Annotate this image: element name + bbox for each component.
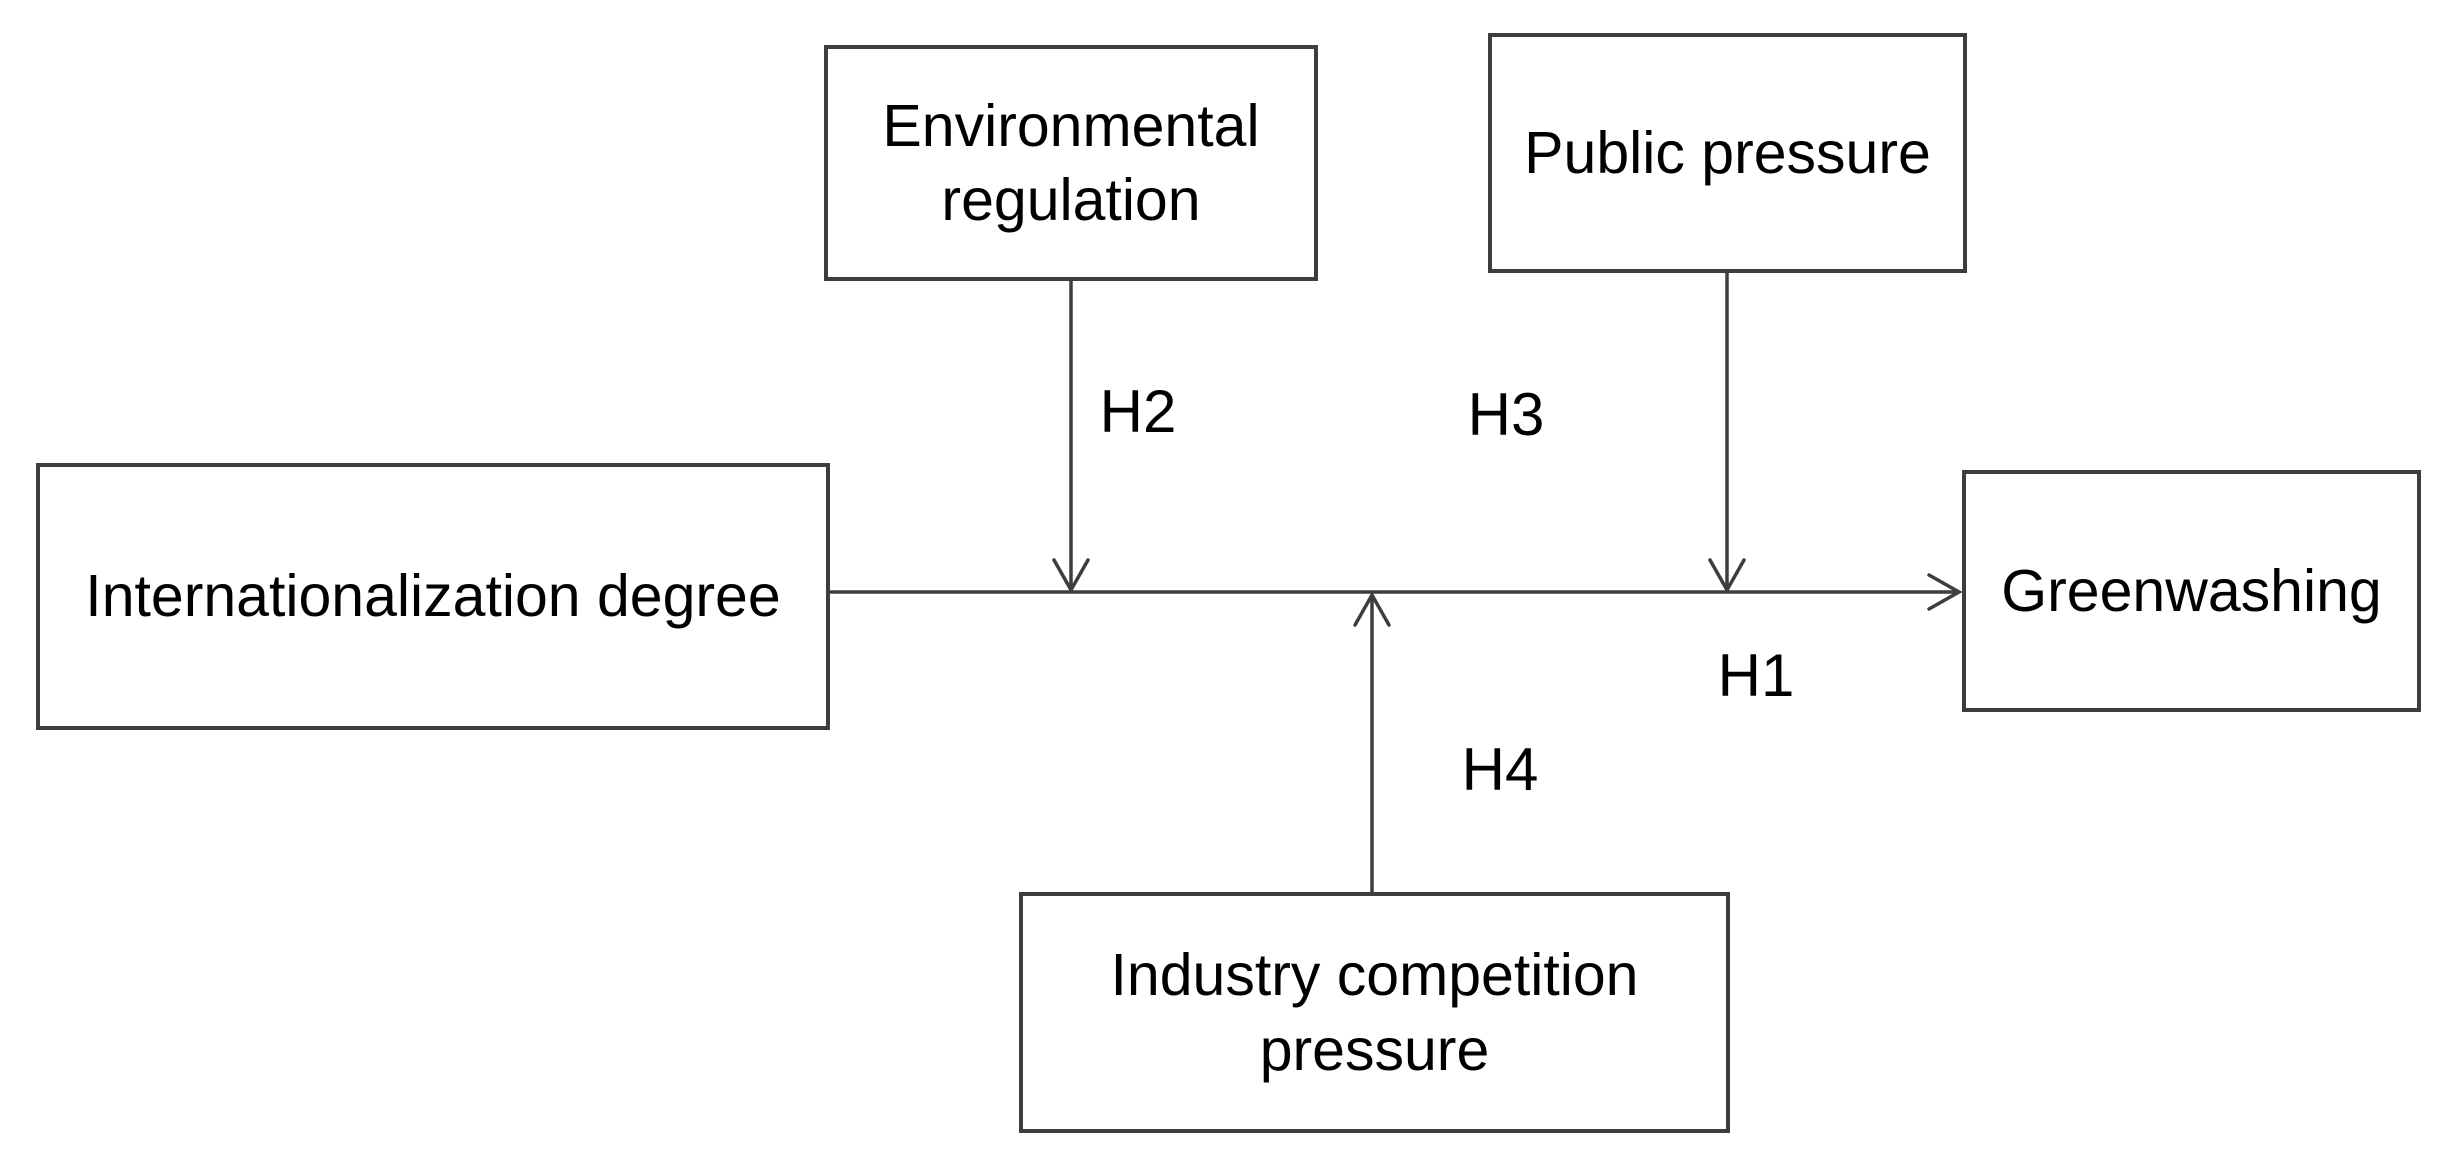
node-public-pressure: Public pressure bbox=[1488, 33, 1967, 273]
hypothesis-label-h4: H4 bbox=[1461, 736, 1539, 803]
node-public-pressure-label: Public pressure bbox=[1524, 119, 1931, 186]
node-greenwashing: Greenwashing bbox=[1962, 470, 2421, 712]
hypothesis-label-h2: H2 bbox=[1099, 378, 1177, 445]
node-environmental-regulation-label: Environmental regulation bbox=[882, 92, 1260, 233]
node-greenwashing-label: Greenwashing bbox=[2001, 557, 2382, 624]
node-internationalization-degree-label: Internationalization degree bbox=[85, 563, 781, 630]
node-industry-competition-pressure-label: Industry competition pressure bbox=[1110, 942, 1639, 1083]
node-internationalization-degree: Internationalization degree bbox=[36, 463, 830, 730]
hypothesis-label-h1: H1 bbox=[1717, 642, 1795, 709]
node-industry-competition-pressure: Industry competition pressure bbox=[1019, 892, 1730, 1133]
hypothesis-label-h3: H3 bbox=[1467, 381, 1545, 448]
node-environmental-regulation: Environmental regulation bbox=[824, 45, 1318, 281]
